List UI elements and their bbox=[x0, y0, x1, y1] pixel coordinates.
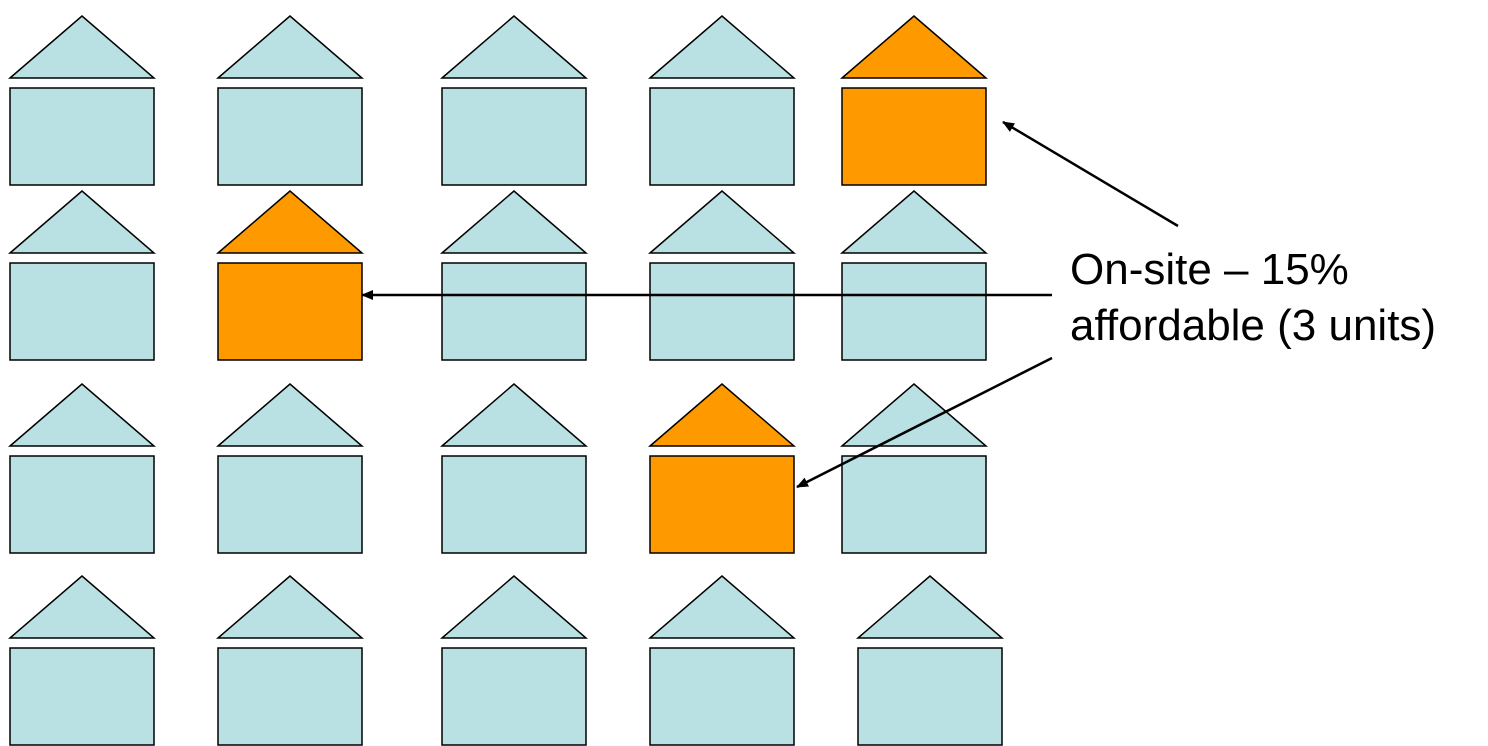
house-roof bbox=[647, 190, 797, 254]
annotation-line-2: affordable (3 units) bbox=[1070, 301, 1437, 350]
house-roof bbox=[7, 15, 157, 79]
house-roof bbox=[7, 190, 157, 254]
house-body bbox=[649, 647, 795, 746]
annotation-arrows bbox=[361, 120, 1179, 489]
house-body bbox=[441, 262, 587, 361]
house-icon bbox=[7, 15, 157, 186]
house-body bbox=[9, 455, 155, 554]
house-roof bbox=[215, 15, 365, 79]
house-body bbox=[649, 262, 795, 361]
house-roof bbox=[439, 190, 589, 254]
house-roof bbox=[647, 575, 797, 639]
house-body bbox=[841, 455, 987, 554]
house-roof bbox=[215, 575, 365, 639]
annotation-line-1: On-site – 15% bbox=[1070, 245, 1349, 294]
house-body bbox=[217, 262, 363, 361]
house-icon bbox=[215, 190, 365, 361]
house-icon bbox=[439, 190, 589, 361]
house-icon bbox=[647, 383, 797, 554]
house-roof bbox=[7, 575, 157, 639]
house-icon bbox=[215, 575, 365, 746]
house-body bbox=[441, 455, 587, 554]
house-roof bbox=[855, 575, 1005, 639]
house-body bbox=[9, 647, 155, 746]
house-body bbox=[217, 647, 363, 746]
house-icon bbox=[647, 15, 797, 186]
house-body bbox=[217, 455, 363, 554]
house-body bbox=[9, 87, 155, 186]
house-body bbox=[841, 87, 987, 186]
house-roof bbox=[215, 383, 365, 447]
house-icon bbox=[215, 383, 365, 554]
house-body bbox=[649, 455, 795, 554]
house-roof bbox=[647, 383, 797, 447]
house-icon bbox=[7, 575, 157, 746]
house-icon bbox=[215, 15, 365, 186]
arrow-to-row1-house bbox=[1002, 120, 1179, 228]
house-body bbox=[441, 647, 587, 746]
annotation-label: On-site – 15% affordable (3 units) bbox=[1070, 242, 1436, 354]
house-body bbox=[9, 262, 155, 361]
house-body bbox=[857, 647, 1003, 746]
houses-grid bbox=[7, 15, 1005, 746]
house-roof bbox=[647, 15, 797, 79]
house-roof bbox=[839, 383, 989, 447]
house-roof bbox=[839, 190, 989, 254]
house-body bbox=[217, 87, 363, 186]
house-icon bbox=[439, 15, 589, 186]
house-icon bbox=[855, 575, 1005, 746]
house-roof bbox=[439, 15, 589, 79]
house-icon bbox=[839, 190, 989, 361]
house-roof bbox=[7, 383, 157, 447]
house-roof bbox=[839, 15, 989, 79]
house-icon bbox=[839, 15, 989, 186]
house-icon bbox=[7, 383, 157, 554]
house-roof bbox=[439, 575, 589, 639]
house-icon bbox=[647, 190, 797, 361]
house-icon bbox=[439, 383, 589, 554]
house-body bbox=[649, 87, 795, 186]
house-roof bbox=[439, 383, 589, 447]
arrow-to-row3-house bbox=[796, 356, 1053, 489]
house-body bbox=[441, 87, 587, 186]
house-icon bbox=[7, 190, 157, 361]
house-icon bbox=[647, 575, 797, 746]
house-icon bbox=[439, 575, 589, 746]
house-icon bbox=[839, 383, 989, 554]
house-body bbox=[841, 262, 987, 361]
house-roof bbox=[215, 190, 365, 254]
